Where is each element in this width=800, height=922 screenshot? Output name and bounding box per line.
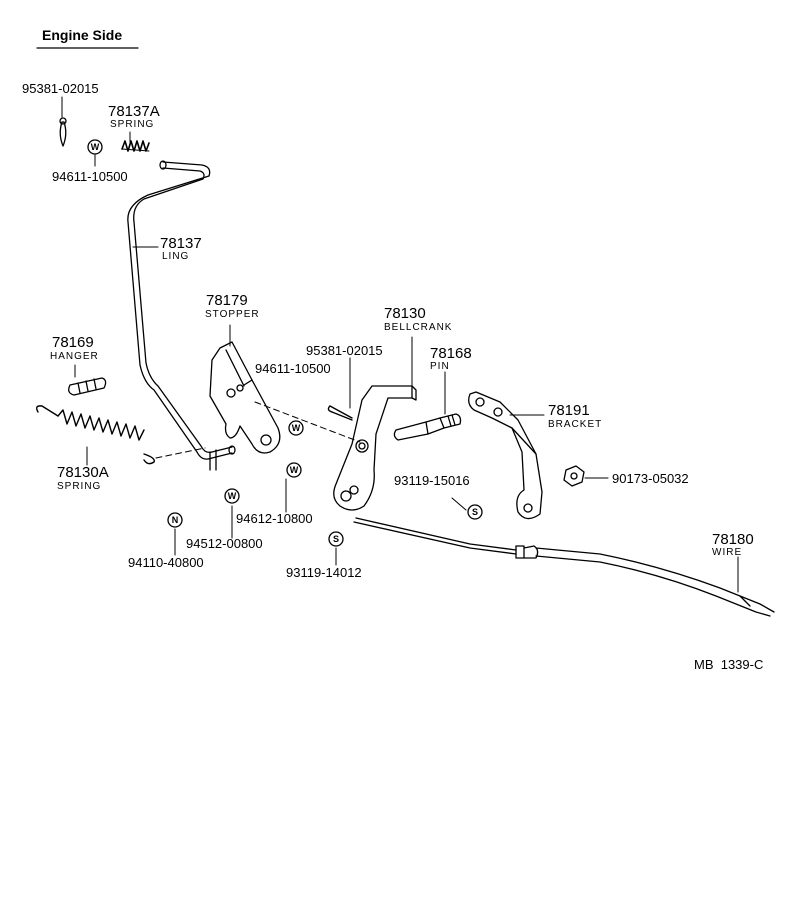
pin-78168 [393,413,462,441]
part-number-94512: 94512-00800 [186,536,263,551]
part-number-94611-mid: 94611-10500 [255,361,331,376]
part-number-94612: 94612-10800 [236,511,313,526]
washer-symbol-top [87,139,103,155]
part-desc-78168: PIN [430,361,450,372]
part-desc-78137a: SPRING [110,119,155,130]
cotter-pin-mid [327,405,353,421]
stopper-78179 [209,341,281,454]
part-number-93119-14012: 93119-14012 [286,565,362,580]
washer-mark-mid: W [292,423,301,433]
cotter-pin-top [59,117,67,147]
part-number-95381-top: 95381-02015 [22,81,99,96]
washer-mark-94612: W [290,465,299,475]
part-number-78191: 78191 [548,402,590,419]
washer-symbol-94512 [224,488,240,504]
washer-mark-94512: W [228,491,237,501]
long-spring-78130a [35,405,155,465]
part-number-78130a: 78130A [57,464,109,481]
spring-washer-symbol-14012 [328,531,344,547]
part-number-78130: 78130 [384,305,426,322]
washer-symbol-94612 [286,462,302,478]
part-number-94110: 94110-40800 [128,555,204,570]
spring-washer-mark-14012: S [333,534,339,544]
part-number-90173: 90173-05032 [612,471,689,486]
part-number-78137: 78137 [160,235,202,252]
washer-mark-top: W [91,142,100,152]
part-desc-78130: BELLCRANK [384,322,453,333]
part-number-78168: 78168 [430,345,472,362]
wire-78180 [353,517,775,617]
leader-93119-15016 [451,497,467,511]
diagram-code: MB 1339-C [694,657,764,672]
part-desc-78180: WIRE [712,547,743,558]
part-desc-78169: HANGER [50,351,99,362]
part-number-95381-mid: 95381-02015 [306,343,383,358]
part-desc-78179: STOPPER [205,309,260,320]
link-rod-78137 [127,160,236,471]
part-desc-78137: LING [162,251,190,262]
part-number-78137a: 78137A [108,103,160,120]
nut-mark-94110: N [172,515,179,525]
small-spring-78137a [121,140,150,152]
washer-symbol-mid [288,420,304,436]
bellcrank-78130 [333,385,417,511]
spring-washer-mark-15016: S [472,507,478,517]
part-number-94611-top: 94611-10500 [52,169,128,184]
part-number-93119-15016: 93119-15016 [394,473,470,488]
nut-90173 [563,465,585,487]
part-number-78169: 78169 [52,334,94,351]
part-desc-78191: BRACKET [548,419,603,430]
spring-washer-symbol-15016 [467,504,483,520]
part-desc-78130a: SPRING [57,481,102,492]
dash-spring-to-rod [155,447,206,459]
bracket-78191 [468,391,543,520]
header-title: Engine Side [42,27,123,43]
part-number-78179: 78179 [206,292,248,309]
hanger-78169 [68,377,107,396]
part-number-78180: 78180 [712,531,754,548]
nut-symbol-94110 [167,512,183,528]
dash-stopper-to-bellcrank [254,401,361,443]
